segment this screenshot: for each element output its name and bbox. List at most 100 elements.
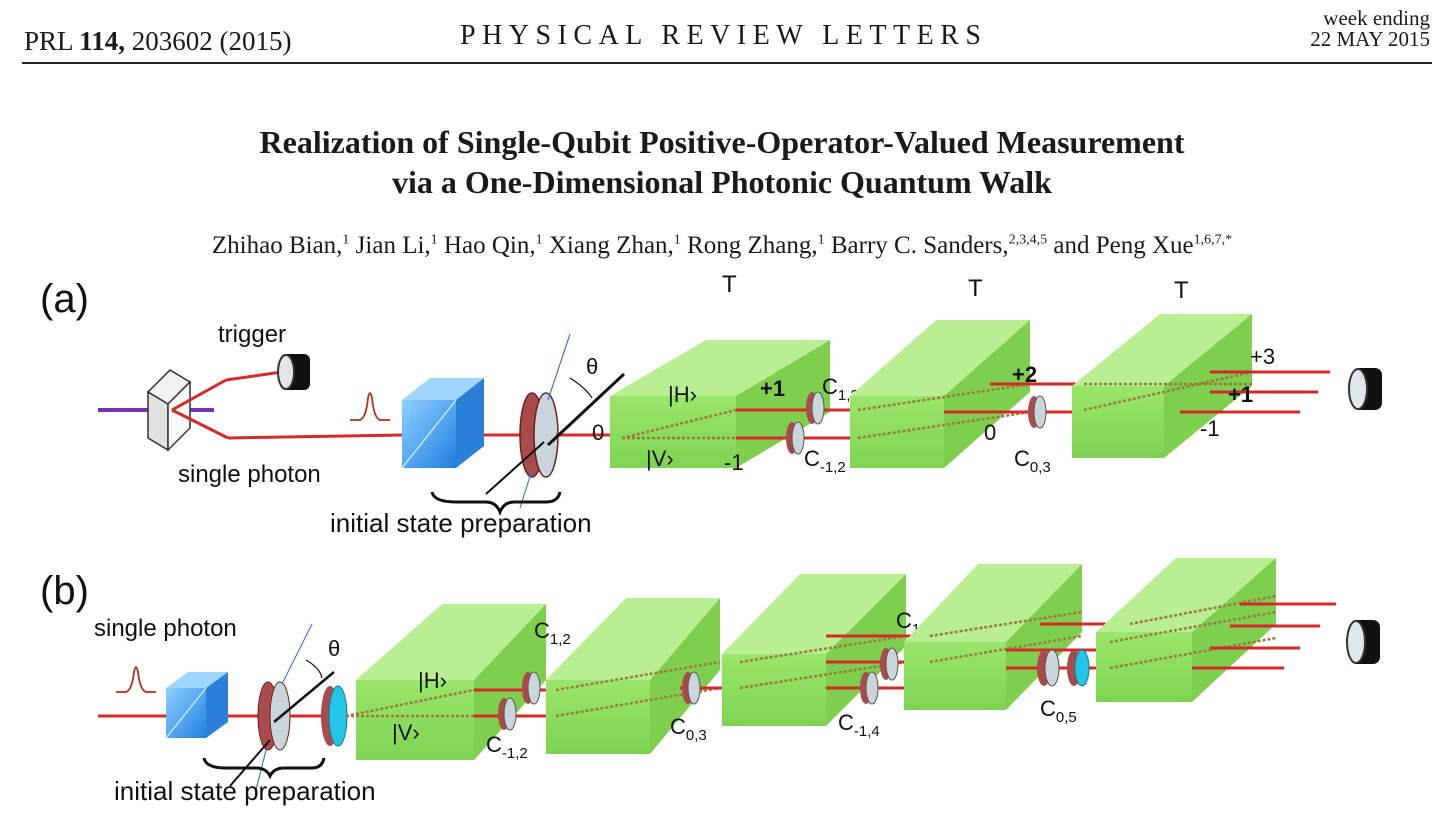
initial-state-label-a: initial state preparation: [330, 508, 592, 538]
affiliation-marker: 1: [673, 232, 681, 248]
coin-c03-label-b: C0,3: [670, 714, 707, 744]
panel-b: (b) single photon θ initial state prepar…: [40, 558, 1380, 806]
half-wave-plate-b: [257, 681, 291, 751]
week-ending-label: week ending: [1323, 6, 1430, 30]
panel-a: (a) T T T trigger single photon: [40, 271, 1382, 538]
affiliation-marker: 1,6,7,*: [1193, 232, 1233, 248]
walk-path-b1-up: [345, 688, 475, 718]
panel-a-T2-label: T: [968, 275, 983, 302]
initial-state-label-b: initial state preparation: [114, 776, 376, 806]
trigger-beam-2: [225, 370, 283, 382]
walk-path-a2-up: [857, 382, 1031, 412]
coin-plate-c03-b: [682, 671, 701, 705]
theta-label-b: θ: [328, 636, 340, 661]
optic-axis-line-b: [281, 623, 313, 685]
signal-beam-2: [227, 433, 405, 440]
author-name: Rong Zhang,: [687, 232, 818, 259]
optic-axis-line: [547, 333, 571, 401]
source-crystal: [146, 369, 192, 452]
affiliation-marker: 1: [430, 232, 438, 248]
walk-path-b2-mid: [555, 686, 721, 718]
theta-axis-line-b: [273, 671, 335, 723]
pbs-cube-a: [401, 378, 484, 469]
panel-b-label: (b): [40, 569, 89, 613]
coin-plate-c12-b: [522, 671, 541, 705]
theta-axis-line-lower: [485, 441, 545, 495]
author-name: Xiang Zhan,: [548, 232, 674, 259]
panel-a-T1-label: T: [722, 271, 737, 298]
walk-path-b3-up: [739, 634, 907, 664]
single-photon-label-b: single photon: [94, 615, 237, 642]
walk-path-b5-b: [1109, 610, 1277, 644]
V-label-b: |V›: [392, 720, 420, 745]
coin-plate-cm14-b: [860, 671, 879, 705]
affiliation-marker: 1: [817, 232, 825, 248]
initial-state-brace: [430, 491, 562, 517]
position-plus1-label: +1: [760, 376, 785, 401]
issue-date: week ending 22 MAY 2015: [1310, 8, 1430, 50]
position-minus1-label: -1: [724, 450, 744, 475]
output-detector-icon-b: [1346, 620, 1380, 664]
birefringent-crystal-a3: [1072, 314, 1252, 458]
birefringent-crystal-a1: [610, 340, 830, 468]
experimental-setup-figure: (a) T T T trigger single photon: [40, 271, 1382, 806]
walk-path-a2-mid: [857, 410, 1031, 440]
position-0b-label: 0: [984, 420, 996, 445]
journal-name: PHYSICAL REVIEW LETTERS: [460, 20, 988, 51]
birefringent-crystal-b1: [356, 604, 546, 760]
coin-plate-cm12-b: [498, 697, 517, 731]
walk-path-b2-up: [555, 660, 721, 692]
affiliation-marker: 2,3,4,5: [1008, 232, 1048, 248]
affiliation-marker: 1: [342, 232, 350, 248]
birefringent-crystal-b4: [904, 564, 1082, 710]
walk-path-a1-up: [621, 408, 737, 440]
title-line-2: via a One-Dimensional Photonic Quantum W…: [392, 164, 1052, 200]
single-photon-label: single photon: [178, 461, 321, 488]
author-name: Zhihao Bian,: [211, 232, 343, 259]
author-name: Barry C. Sanders,: [830, 232, 1009, 259]
pbs-cube-b: [165, 672, 228, 739]
wavepacket-icon-b: [116, 666, 156, 693]
article-number: 203602 (2015): [125, 26, 292, 56]
H-label-a: |H›: [668, 382, 697, 407]
position-plus2-label: +2: [1012, 362, 1037, 387]
panel-a-T3-label: T: [1174, 277, 1189, 304]
coin-plate-c14-b: [880, 647, 899, 681]
walk-path-b5-a: [1109, 636, 1277, 670]
header-rule: [22, 62, 1432, 64]
H-label-b: |H›: [418, 668, 447, 693]
panel-a-label: (a): [40, 277, 89, 321]
walk-path-b4-up: [929, 610, 1083, 638]
coin-plate-c12-a: [806, 391, 825, 425]
birefringent-crystal-b5: [1096, 558, 1276, 702]
birefringent-crystal-a2: [850, 320, 1030, 468]
author-name: Jian Li,: [355, 232, 431, 259]
theta-label-a: θ: [586, 354, 598, 379]
theta-arc-b: [305, 659, 323, 679]
journal-reference: PRL 114, 203602 (2015): [24, 26, 292, 57]
position-plus1b-label: +1: [1228, 382, 1253, 407]
position-plus3-label: +3: [1250, 344, 1275, 369]
volume-number: 114,: [79, 26, 126, 56]
coin-cm12-label-b: C-1,2: [486, 732, 528, 762]
author-list: Zhihao Bian,1 Jian Li,1 Hao Qin,1 Xiang …: [0, 232, 1444, 260]
coin-c05-label-b: C0,5: [1040, 696, 1077, 726]
coin-c12-label-b: C1,2: [534, 618, 571, 648]
coin-plate-c03-a: [1028, 395, 1047, 429]
running-head: PRL 114, 203602 (2015) PHYSICAL REVIEW L…: [0, 0, 1444, 70]
coin-cm14-label-b: C-1,4: [838, 710, 880, 740]
position-0-label: 0: [592, 420, 604, 445]
paper-title: Realization of Single-Qubit Positive-Ope…: [0, 122, 1444, 202]
wavepacket-icon: [350, 392, 390, 421]
half-wave-plate-a: [519, 392, 559, 478]
position-minus1b-label: -1: [1200, 416, 1220, 441]
coin-cm12-label-a: C-1,2: [804, 446, 846, 476]
V-label-a: |V›: [646, 446, 674, 471]
theta-axis-line-b-lower: [229, 739, 271, 787]
walk-path-a3-up: [1083, 370, 1253, 412]
trigger-label: trigger: [218, 321, 286, 348]
affiliation-marker: 1: [535, 232, 543, 248]
author-name: and Peng Xue: [1053, 232, 1194, 259]
birefringent-crystal-b3: [722, 574, 906, 726]
cyan-wave-plate-b: [321, 685, 348, 747]
